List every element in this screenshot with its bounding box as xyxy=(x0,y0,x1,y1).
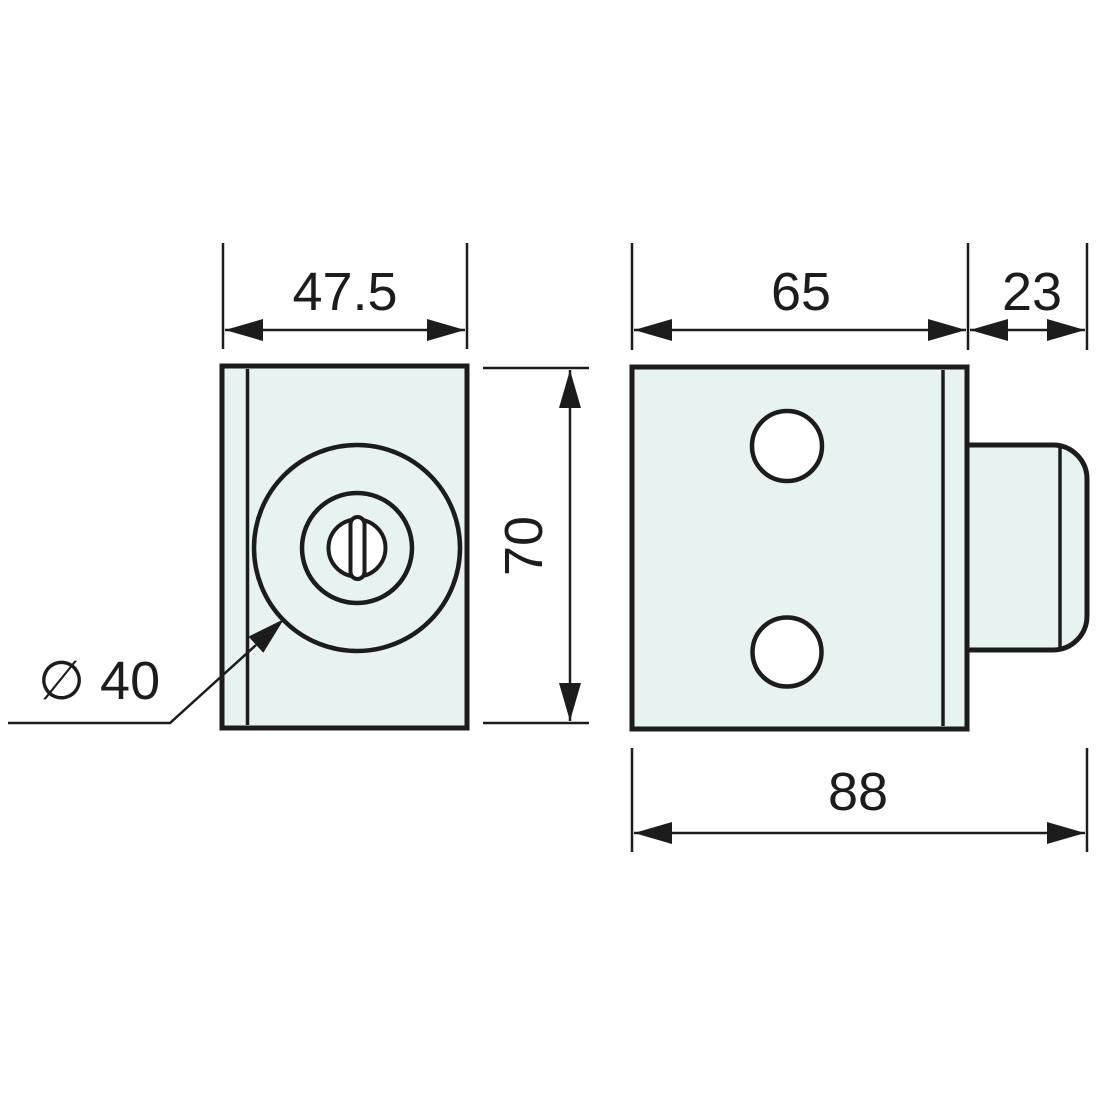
arrowhead-right-icon xyxy=(1047,319,1085,341)
front-height-label: 70 xyxy=(494,516,554,576)
side-total-width-label: 88 xyxy=(828,762,888,822)
keyway-slot xyxy=(348,515,367,581)
arrowhead-left-icon xyxy=(634,319,672,341)
mounting-hole-top xyxy=(749,408,825,484)
leader-arrowhead-icon xyxy=(248,619,284,653)
mounting-hole-bottom xyxy=(750,615,824,689)
side-body-width-label: 65 xyxy=(771,262,831,322)
cylinder-diameter-callout: ∅ 40 xyxy=(8,619,284,725)
arrowhead-up-icon xyxy=(559,370,581,408)
latch-bolt xyxy=(964,442,1090,653)
side-body-width-dimension: 65 xyxy=(630,243,970,350)
latch-depth-dimension: 23 xyxy=(970,243,1089,350)
latch-depth-label: 23 xyxy=(1002,262,1062,322)
arrowhead-right-icon xyxy=(928,319,966,341)
front-height-dimension: 70 xyxy=(483,366,589,725)
arrowhead-down-icon xyxy=(559,683,581,721)
arrowhead-left-icon xyxy=(970,319,1008,341)
cylinder-outer-circle xyxy=(251,442,463,654)
front-view xyxy=(219,363,470,731)
front-width-label: 47.5 xyxy=(292,262,397,322)
arrowhead-left-icon xyxy=(634,822,672,844)
leader-line xyxy=(8,644,257,725)
arrowhead-right-icon xyxy=(1047,822,1085,844)
arrowhead-right-icon xyxy=(427,319,465,341)
cylinder-middle-circle xyxy=(299,490,415,606)
front-width-dimension: 47.5 xyxy=(221,243,469,349)
side-view xyxy=(629,364,1090,732)
cylinder-diameter-label: ∅ 40 xyxy=(38,651,160,711)
arrowhead-left-icon xyxy=(225,319,263,341)
side-total-width-dimension: 88 xyxy=(630,748,1089,852)
